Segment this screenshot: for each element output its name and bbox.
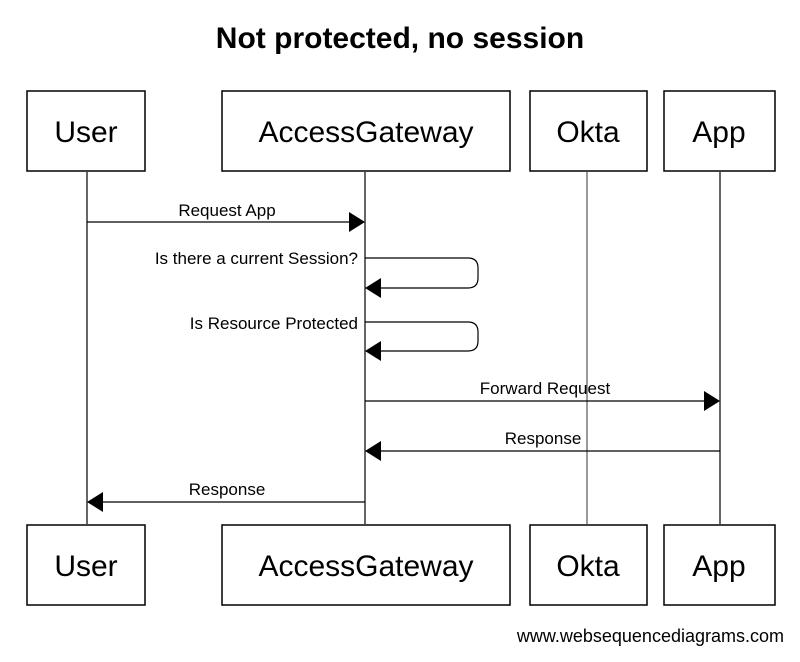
diagram-title: Not protected, no session [216, 22, 584, 55]
message-app-response: Response [365, 429, 720, 461]
arrowhead-left-icon [365, 441, 381, 461]
message-request-app: Request App [87, 201, 365, 232]
message-forward-request: Forward Request [365, 379, 720, 411]
message-session-check: Is there a current Session? [155, 249, 479, 298]
actor-label-okta: Okta [556, 116, 620, 149]
actor-label-gateway-bottom: AccessGateway [258, 550, 473, 583]
message-label: Response [189, 480, 266, 499]
actor-box-app-top: App [663, 90, 776, 172]
actor-box-okta-top: Okta [529, 90, 648, 172]
message-label: Forward Request [480, 379, 611, 398]
actor-box-gateway-bottom: AccessGateway [221, 524, 511, 606]
actor-label-app: App [692, 116, 745, 149]
arrowhead-left-icon [87, 492, 103, 512]
actor-label-user: User [54, 116, 117, 149]
arrowhead-left-icon [365, 341, 381, 361]
message-label: Is there a current Session? [155, 249, 358, 268]
arrowhead-right-icon [349, 212, 365, 232]
actor-label-okta-bottom: Okta [556, 550, 620, 583]
message-resource-check: Is Resource Protected [190, 314, 479, 361]
message-user-response: Response [87, 480, 365, 512]
actor-box-user-bottom: User [26, 524, 146, 606]
actor-box-user-top: User [26, 90, 146, 172]
message-label: Response [505, 429, 582, 448]
message-label: Is Resource Protected [190, 314, 358, 333]
actor-label-app-bottom: App [692, 550, 745, 583]
actor-label-user-bottom: User [54, 550, 117, 583]
arrowhead-right-icon [704, 391, 720, 411]
actor-label-gateway: AccessGateway [258, 116, 473, 149]
actor-box-okta-bottom: Okta [529, 524, 648, 606]
actor-box-gateway-top: AccessGateway [221, 90, 511, 172]
message-label: Request App [178, 201, 275, 220]
actor-box-app-bottom: App [663, 524, 776, 606]
footer-watermark: www.websequencediagrams.com [516, 626, 784, 646]
arrowhead-left-icon [365, 278, 381, 298]
